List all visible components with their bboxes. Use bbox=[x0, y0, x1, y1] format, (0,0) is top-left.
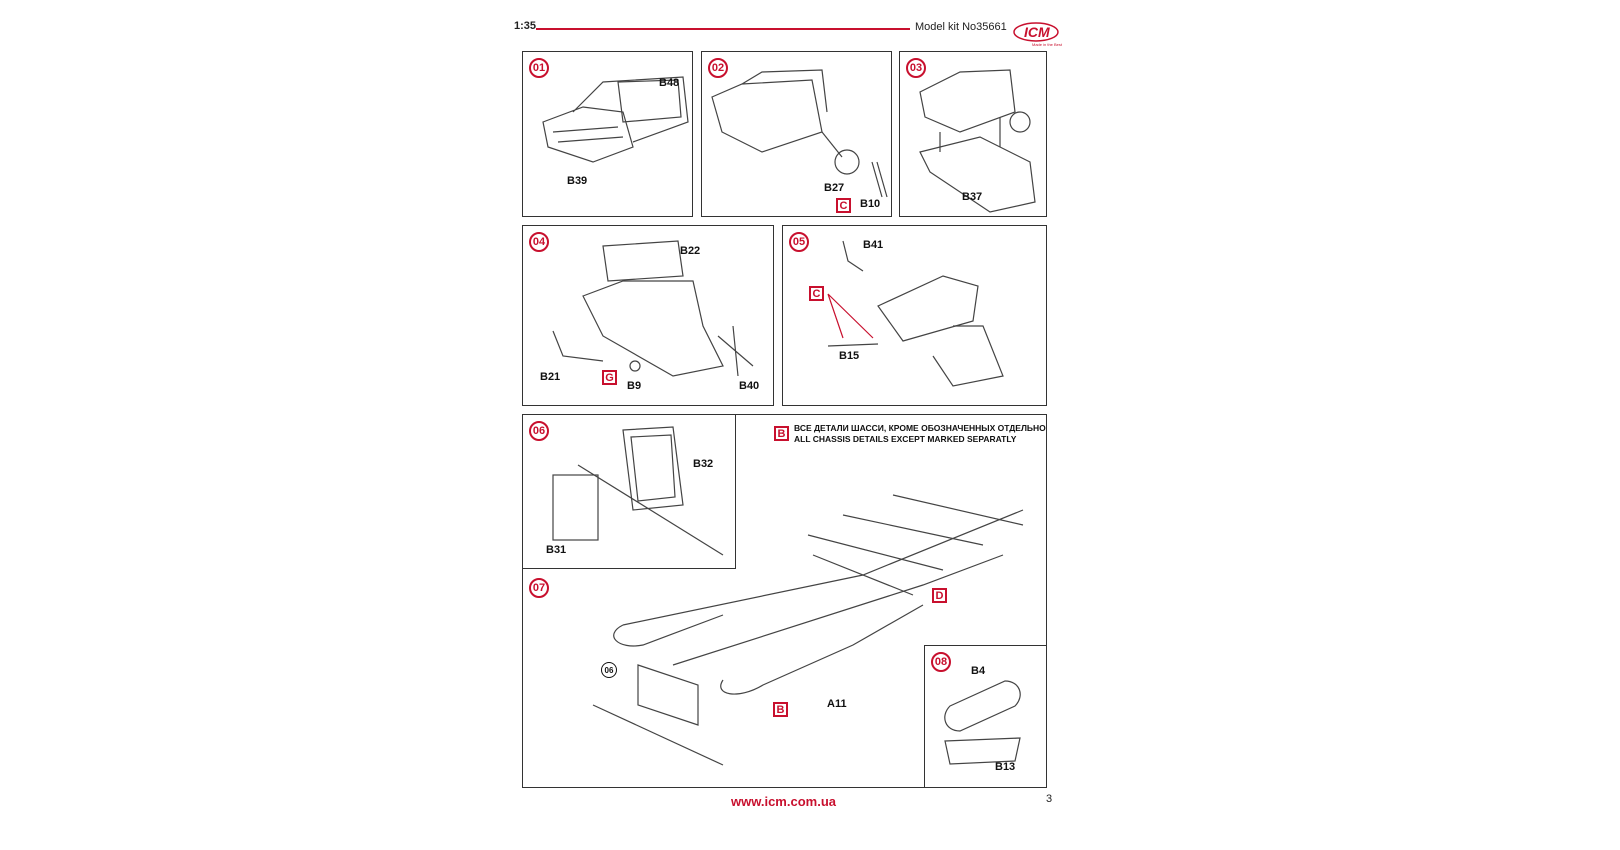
page-number: 3 bbox=[1046, 793, 1053, 805]
step-number: 07 bbox=[529, 578, 549, 598]
step-08-panel: 08 B4 B13 bbox=[924, 645, 1047, 788]
step-number: 05 bbox=[789, 232, 809, 252]
chassis-note: ВСЕ ДЕТАЛИ ШАССИ, КРОМЕ ОБОЗНАЧЕННЫХ ОТД… bbox=[794, 423, 1046, 445]
marker-b: B bbox=[773, 702, 788, 717]
fuel-tank-drawing bbox=[944, 680, 1021, 765]
header-rule bbox=[536, 28, 910, 30]
marker-c: C bbox=[836, 198, 851, 213]
website-link[interactable]: www.icm.com.ua bbox=[731, 794, 836, 809]
step-number: 03 bbox=[906, 58, 926, 78]
icm-logo: ICM Made in the Best bbox=[1012, 19, 1063, 47]
part-label: B37 bbox=[962, 191, 983, 203]
part-label: B10 bbox=[860, 198, 881, 210]
svg-text:Made in the Best: Made in the Best bbox=[1032, 42, 1062, 47]
step-number: 01 bbox=[529, 58, 549, 78]
engine-block-drawing bbox=[711, 69, 888, 198]
part-label: B15 bbox=[839, 350, 860, 362]
engine-head-drawing bbox=[552, 240, 754, 377]
step-03-panel: 03 B37 bbox=[899, 51, 1047, 217]
marker-c: C bbox=[809, 286, 824, 301]
scale-label: 1:35 bbox=[514, 20, 537, 32]
part-label: B21 bbox=[540, 371, 561, 383]
part-label: B41 bbox=[863, 239, 884, 251]
marker-b: B bbox=[774, 426, 789, 441]
part-label: B4 bbox=[971, 665, 986, 677]
part-label: B27 bbox=[824, 182, 845, 194]
marker-g: G bbox=[602, 370, 617, 385]
step-number: 04 bbox=[529, 232, 549, 252]
part-label: B39 bbox=[567, 175, 588, 187]
part-label: B31 bbox=[546, 544, 567, 556]
step-06-reference: 06 bbox=[601, 662, 617, 678]
chassis-frame-drawing bbox=[592, 494, 1024, 766]
svg-text:ICM: ICM bbox=[1024, 24, 1050, 40]
engine-assembly-drawing bbox=[919, 69, 1036, 213]
part-label: B22 bbox=[680, 245, 701, 257]
step-06-panel: 06 B32 B31 bbox=[522, 414, 736, 569]
part-label: B32 bbox=[693, 458, 714, 470]
engine-pipes-drawing bbox=[827, 240, 1004, 387]
radiator-drawing bbox=[552, 426, 724, 556]
step-number: 08 bbox=[931, 652, 951, 672]
step-01-panel: 01 B48 B39 bbox=[522, 51, 693, 217]
part-label: B40 bbox=[739, 380, 760, 392]
note-en: ALL CHASSIS DETAILS EXCEPT MARKED SEPARA… bbox=[794, 434, 1017, 444]
step-number: 02 bbox=[708, 58, 728, 78]
step-02-panel: 02 B27 C B10 bbox=[701, 51, 892, 217]
step-04-panel: 04 B22 B21 G B9 B40 bbox=[522, 225, 774, 406]
marker-d: D bbox=[932, 588, 947, 603]
note-ru: ВСЕ ДЕТАЛИ ШАССИ, КРОМЕ ОБОЗНАЧЕННЫХ ОТД… bbox=[794, 423, 1046, 433]
part-label: A11 bbox=[827, 698, 847, 710]
step-05-panel: 05 B41 C B15 bbox=[782, 225, 1047, 406]
part-label: B9 bbox=[627, 380, 642, 392]
model-kit-number: Model kit No35661 bbox=[915, 21, 1007, 33]
part-label: B13 bbox=[995, 761, 1016, 773]
engine-block-drawing bbox=[542, 76, 689, 163]
part-label: B48 bbox=[659, 77, 680, 89]
step-number: 06 bbox=[529, 421, 549, 441]
